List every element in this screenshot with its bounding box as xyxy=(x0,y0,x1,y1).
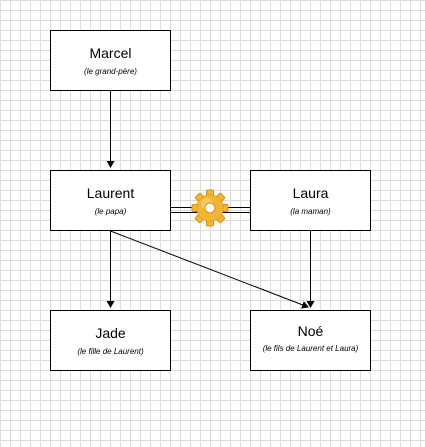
node-role: (le grand-père) xyxy=(84,66,137,76)
edge-laurent-noe[interactable] xyxy=(110,230,309,309)
node-name: Laurent xyxy=(86,184,135,201)
node-marcel[interactable]: Marcel (le grand-père) xyxy=(50,30,171,91)
node-noe[interactable]: Noé (le fils de Laurent et Laura) xyxy=(250,310,371,371)
node-role: (le fille de Laurent) xyxy=(77,346,144,356)
node-laura[interactable]: Laura (la maman) xyxy=(250,170,371,231)
node-role: (le papa) xyxy=(94,206,127,216)
node-name: Jade xyxy=(95,324,126,341)
node-laurent[interactable]: Laurent (le papa) xyxy=(50,170,171,231)
node-role: (la maman) xyxy=(290,206,331,216)
node-name: Noé xyxy=(297,323,324,339)
node-role: (le fils de Laurent et Laura) xyxy=(262,344,359,353)
gear-icon[interactable] xyxy=(186,187,234,229)
node-name: Marcel xyxy=(89,44,132,61)
node-name: Laura xyxy=(292,184,329,201)
node-jade[interactable]: Jade (le fille de Laurent) xyxy=(50,310,171,371)
